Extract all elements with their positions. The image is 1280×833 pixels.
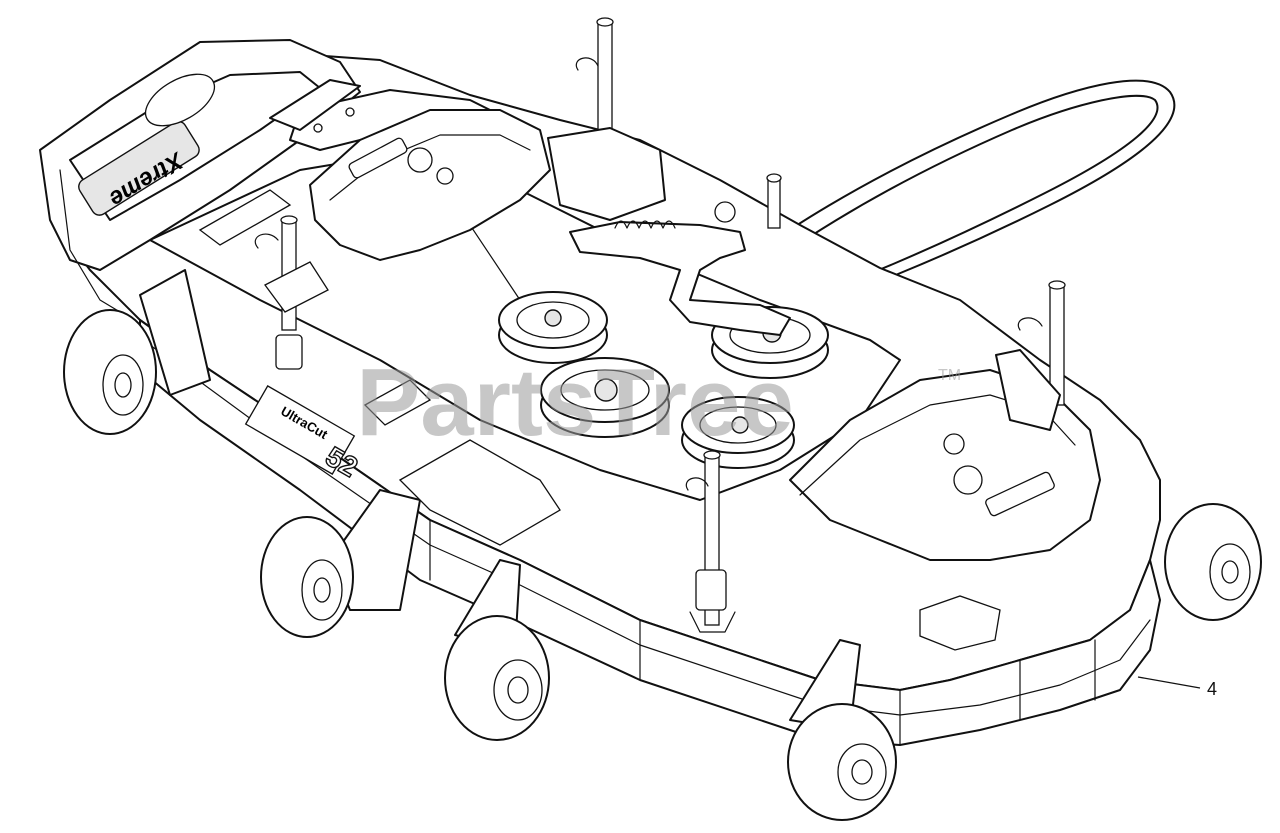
spindle-pulleys bbox=[498, 291, 829, 469]
wheel-mid-left bbox=[260, 516, 354, 638]
left-belt-cover: Xtreme bbox=[39, 39, 361, 313]
deck-decals: UltraCut 52 bbox=[198, 189, 1001, 651]
idler-arm bbox=[569, 201, 791, 336]
callout-4-leader bbox=[1137, 676, 1201, 689]
height-pins bbox=[254, 17, 1066, 633]
callout-4: 4 bbox=[1137, 676, 1217, 699]
pulley-left-upper bbox=[498, 291, 608, 364]
wheel-front-left bbox=[444, 615, 550, 741]
pin-front bbox=[685, 450, 736, 633]
pin-back bbox=[547, 17, 666, 221]
watermark: PartsTree TM bbox=[356, 349, 961, 456]
wheel-rear-right bbox=[1164, 503, 1262, 621]
callout-4-label: 4 bbox=[1207, 679, 1217, 699]
wheel-front-right bbox=[787, 703, 897, 821]
wheel-rear-left bbox=[63, 309, 157, 435]
pin-rear-right bbox=[766, 173, 782, 229]
spindle-cover-upper bbox=[309, 109, 551, 261]
pulley-center bbox=[540, 357, 670, 438]
watermark-trademark: TM bbox=[938, 367, 961, 384]
pin-right bbox=[995, 280, 1066, 431]
drive-belt bbox=[699, 79, 1176, 331]
gauge-wheels bbox=[63, 309, 1262, 821]
watermark-text: PartsTree bbox=[356, 349, 794, 456]
